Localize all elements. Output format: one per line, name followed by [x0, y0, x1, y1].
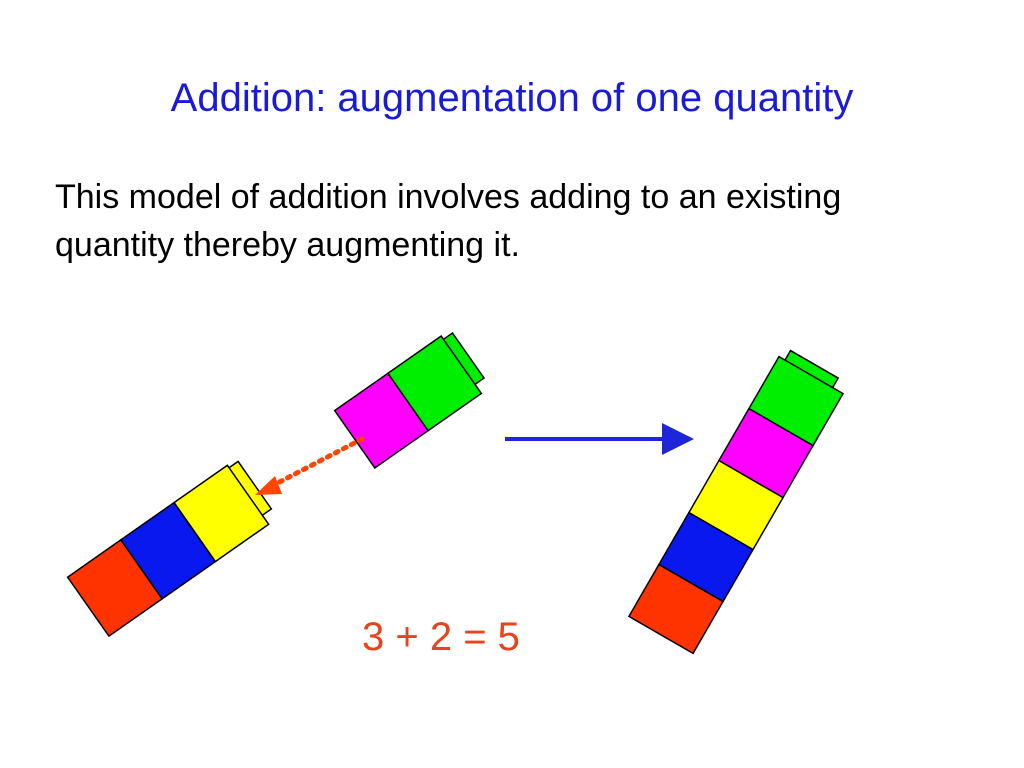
cube-yellow — [173, 464, 270, 563]
join-dotted-arrow — [255, 436, 365, 495]
equation: 3 + 2 = 5 — [362, 615, 520, 659]
slide-title: Addition: augmentation of one quantity — [170, 76, 854, 120]
existing-stack — [66, 460, 273, 638]
added-stack — [333, 331, 486, 469]
result-stack — [627, 349, 845, 655]
cube-green — [386, 335, 483, 432]
body-text: This model of addition involves adding t… — [55, 178, 842, 264]
cube-green — [747, 355, 845, 447]
